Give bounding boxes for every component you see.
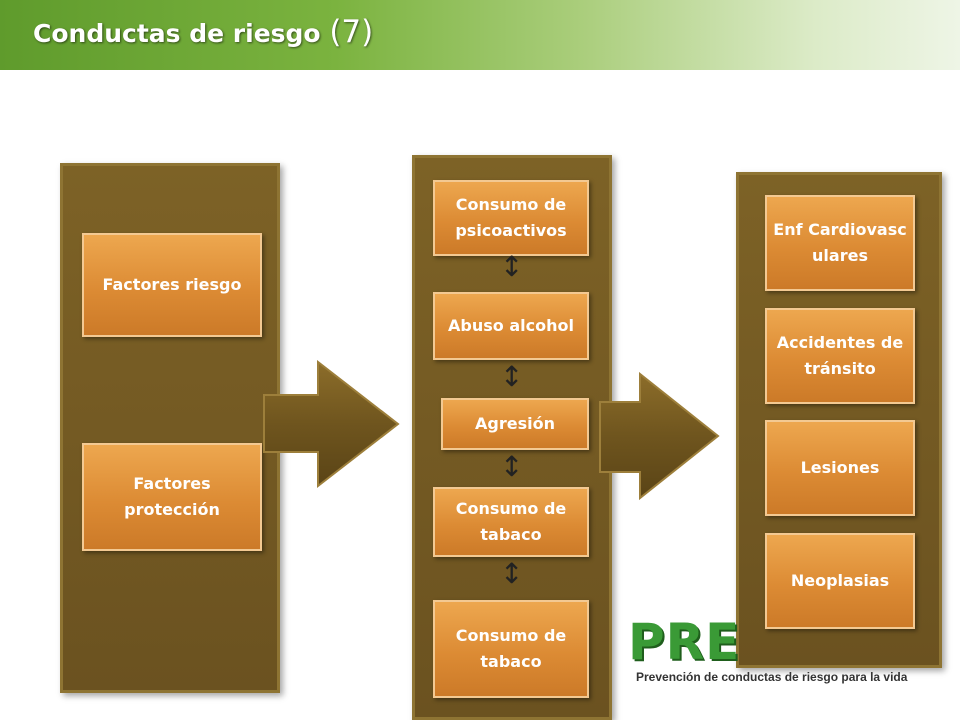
cardiovascular-box: Enf Cardiovasc ulares [765,195,915,291]
factors-risk-box: Factores riesgo [82,233,262,337]
box-label: Agresión [475,414,555,433]
traffic-accidents-box: Accidentes de tránsito [765,308,915,404]
psychoactive-box: Consumo de psicoactivos [433,180,589,256]
alcohol-box: Abuso alcohol [433,292,589,360]
box-label: Factores protección [124,474,220,519]
aggression-box: Agresión [441,398,589,450]
title-number: (7) [329,14,374,50]
up-down-arrow-icon: ↕ [500,360,524,393]
neoplasias-box: Neoplasias [765,533,915,629]
logo-tagline: Prevención de conductas de riesgo para l… [636,670,908,684]
tobacco-box-2: Consumo de tabaco [433,600,589,698]
title-text: Conductas de riesgo [33,19,321,48]
box-label: Neoplasias [790,571,890,590]
box-label: Enf Cardiovasc ulares [773,220,907,265]
right-arrow-icon [599,372,720,501]
logo-letters: PRE [628,613,741,671]
up-down-arrow-icon: ↕ [500,557,524,590]
header-bar: Conductas de riesgo (7) [0,0,960,70]
pre-logo: PRE Prevención de conductas de riesgo pa… [628,613,907,686]
up-down-arrow-icon: ↕ [500,250,524,283]
box-label: Abuso alcohol [448,316,574,335]
box-label: Consumo de tabaco [455,626,567,671]
tobacco-box-1: Consumo de tabaco [433,487,589,557]
box-label: Accidentes de tránsito [776,333,904,378]
box-label: Consumo de psicoactivos [455,195,567,240]
factors-protection-box: Factores protección [82,443,262,551]
injuries-box: Lesiones [765,420,915,516]
box-label: Consumo de tabaco [455,499,567,544]
up-down-arrow-icon: ↕ [500,450,524,483]
box-label: Factores riesgo [102,275,242,294]
page-title: Conductas de riesgo (7) [33,14,373,50]
right-arrow-icon [263,360,400,489]
box-label: Lesiones [800,458,880,477]
